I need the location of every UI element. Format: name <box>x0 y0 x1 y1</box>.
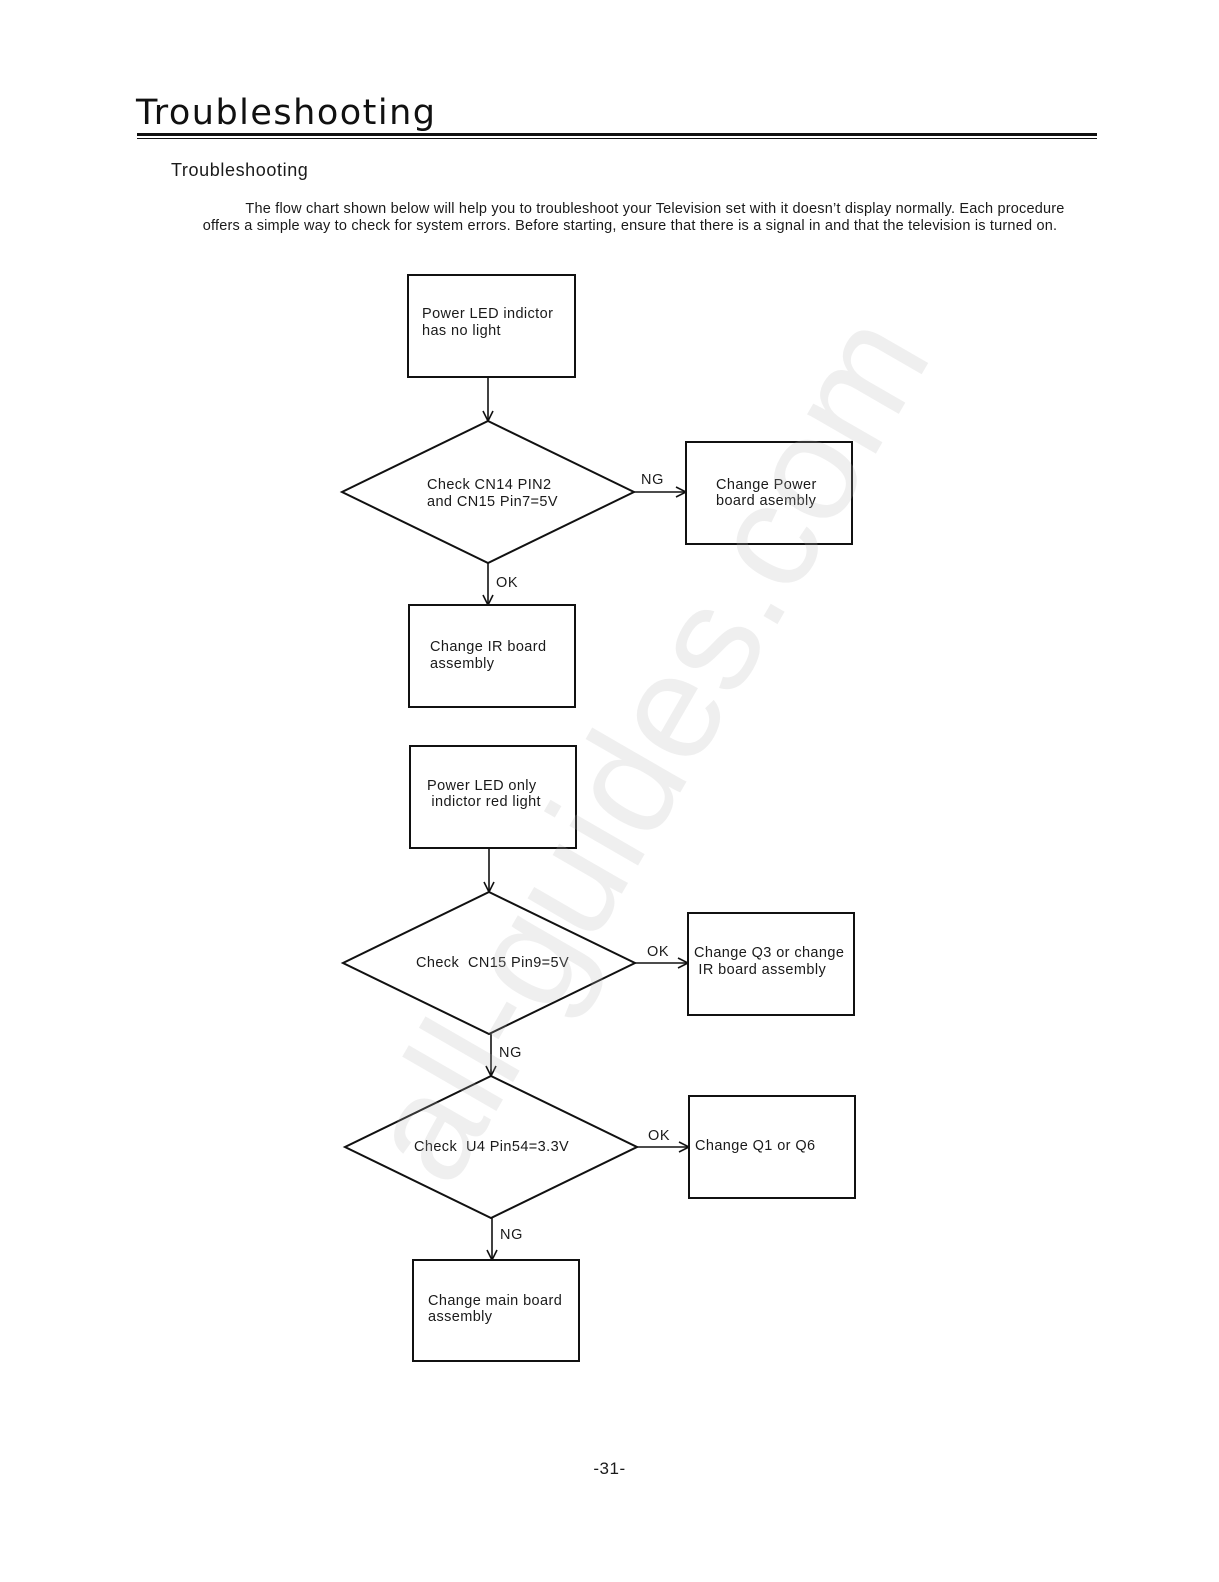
flowchart-no-light: Power LED indictor has no light Check CN… <box>339 274 853 708</box>
title-rule-thick <box>137 133 1097 136</box>
node-change-ir-board <box>408 604 576 708</box>
edge-label-ng-2: NG <box>500 1227 523 1243</box>
node-check-cn15-pin9 <box>340 890 638 1036</box>
section-title: Troubleshooting <box>171 160 309 180</box>
node-check-u4-pin54-text: Check U4 Pin54=3.3V <box>0 0 591 1155</box>
edge-label-ok: OK <box>496 575 518 591</box>
node-check-cn15-pin9-text: Check CN15 Pin9=5V <box>0 0 591 971</box>
node-change-main-board <box>412 1259 580 1362</box>
node-red-light-start <box>409 745 577 849</box>
edge-label-ok-2: OK <box>648 1128 670 1144</box>
edge-label-ng: NG <box>641 472 664 488</box>
page-title: Troubleshooting <box>136 93 437 133</box>
page-number: -31- <box>593 1459 626 1478</box>
node-change-ir-board-text: Change IR board assembly <box>430 639 551 672</box>
node-check-cn14-cn15-text: Check CN14 PIN2 and CN15 Pin7=5V <box>427 477 558 510</box>
node-check-u4-pin54 <box>342 1074 640 1220</box>
node-no-light-start-text: Power LED indictor has no light <box>422 306 558 339</box>
intro-line-1: The flow chart shown below will help you… <box>245 201 1065 217</box>
flowchart-red-light: Power LED only indictor red light Check … <box>0 0 875 1362</box>
title-rule-thin <box>137 138 1097 139</box>
node-change-power-board-text: Change Power board asembly <box>716 477 821 509</box>
node-change-q3-or-ir-board-text: Change Q3 or change IR board assembly <box>0 0 875 978</box>
node-change-main-board-text: Change main board assembly <box>428 1293 567 1325</box>
node-change-q1-or-q6-text: Change Q1 or Q6 <box>695 1138 815 1154</box>
node-change-q3-or-ir-board <box>687 912 855 1016</box>
node-no-light-start <box>407 274 576 378</box>
edge-label-ok-1: OK <box>647 944 669 960</box>
node-change-q1-or-q6 <box>688 1095 856 1199</box>
edge-label-ng-1: NG <box>499 1045 522 1061</box>
node-red-light-start-text: Power LED only indictor red light <box>0 0 568 810</box>
intro-paragraph: The flow chart shown below will help you… <box>160 201 1100 235</box>
intro-line-2: offers a simple way to check for system … <box>202 218 1058 234</box>
node-change-power-board <box>685 441 853 545</box>
